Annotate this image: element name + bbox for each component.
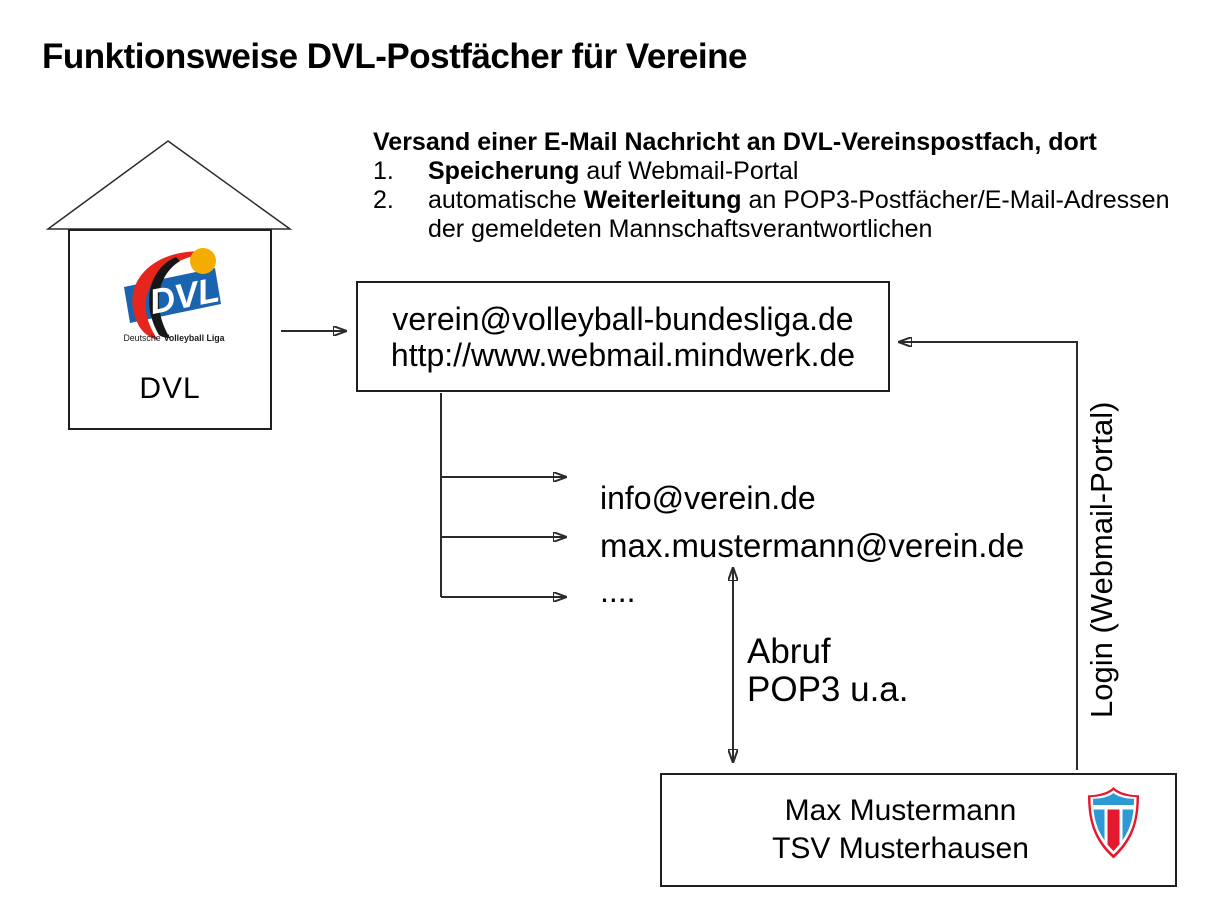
intro-item-1: 1. Speicherung auf Webmail-Portal [373,157,1183,186]
logo-caption: Deutsche Volleyball Liga [123,333,224,343]
page-title: Funktionsweise DVL-Postfächer für Verein… [42,37,747,76]
logo-volleyball-icon [190,248,216,274]
club-person: Max Mustermann [784,794,1017,827]
intro-item-1-number: 1. [373,157,394,185]
intro-item-1-text: Speicherung auf Webmail-Portal [428,157,799,186]
logo-caption-regular: Deutsche [123,333,160,343]
logo-black-swoosh [149,257,180,338]
abruf-label: Abruf POP3 u.a. [747,633,908,709]
club-box: Max Mustermann TSV Musterhausen [660,773,1177,887]
club-crest-icon [1088,787,1139,859]
intro-item-1-post: auf Webmail-Portal [579,157,799,185]
intro-item-1-bold: Speicherung [428,157,580,185]
logo-band [124,268,221,323]
logo-caption-bold: Volleyball Liga [164,333,225,343]
house-roof [45,140,293,230]
abruf-line1: Abruf [747,632,831,671]
intro-item-2: 2. automatische Weiterleitung an POP3-Po… [373,186,1183,215]
intro-text-block: Versand einer E-Mail Nachricht an DVL-Ve… [373,128,1183,244]
club-name: TSV Musterhausen [772,832,1029,865]
club-text: Max Mustermann TSV Musterhausen [662,775,1139,885]
login-label: Login (Webmail-Portal) [1084,401,1119,719]
intro-item-2-number: 2. [373,186,394,214]
intro-item-2-pre: automatische [428,186,584,214]
forward-target-1: info@verein.de [600,480,816,516]
intro-item-2-text: automatische Weiterleitung an POP3-Postf… [428,186,1170,215]
abruf-line2: POP3 u.a. [747,670,909,709]
mailbox-address: verein@volleyball-bundesliga.de [392,300,854,337]
forward-target-2: max.mustermann@verein.de [600,527,1025,564]
crest-stripe [1107,809,1120,851]
intro-item-2-line2: der gemeldeten Mannschaftsverantwortlich… [428,215,933,243]
dvl-label: DVL [139,372,201,405]
intro-heading: Versand einer E-Mail Nachricht an DVL-Ve… [373,128,1097,156]
forward-target-3: .... [600,573,636,609]
logo-red-swoosh [132,251,209,340]
mailbox-box: verein@volleyball-bundesliga.de http://w… [356,281,890,392]
mailbox-webmail-url: http://www.webmail.mindwerk.de [390,336,856,373]
intro-item-2-bold: Weiterleitung [583,186,742,214]
intro-item-2-post: an POP3-Postfächer/E-Mail-Adressen [741,186,1170,214]
